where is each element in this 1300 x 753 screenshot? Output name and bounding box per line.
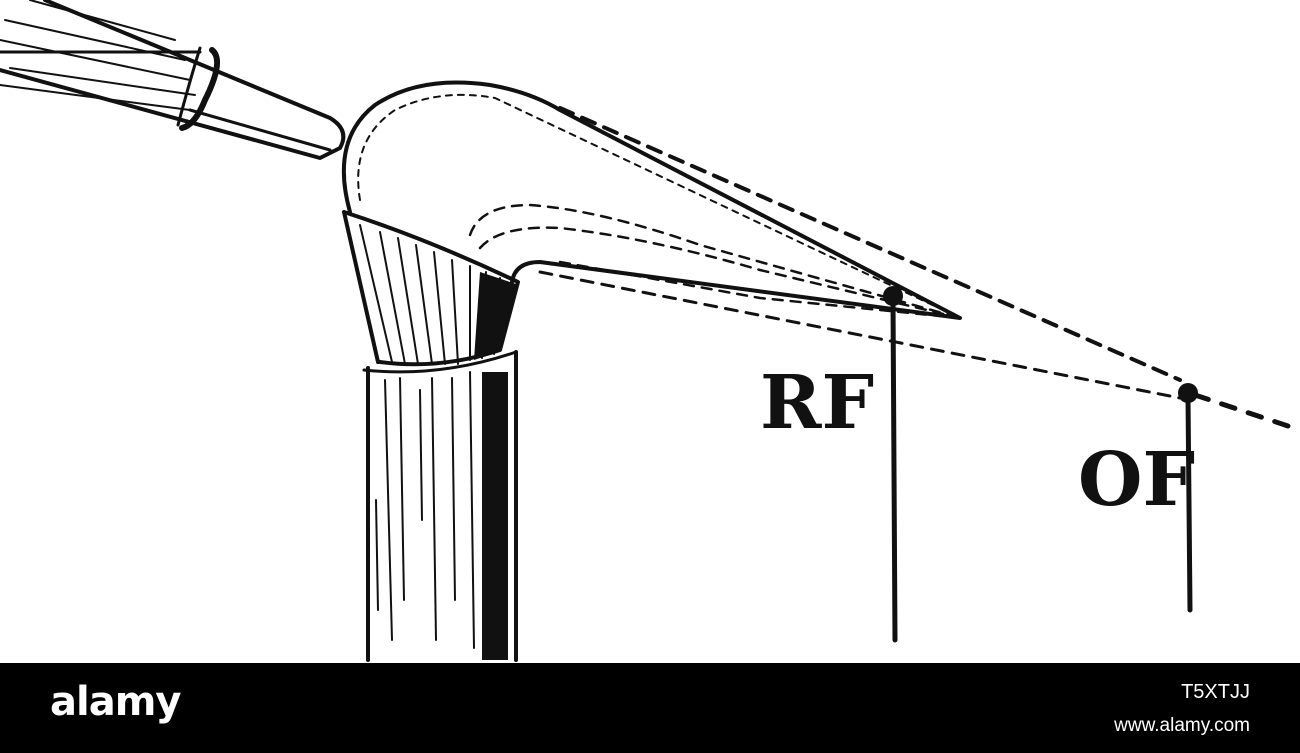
of-label: OF (1078, 437, 1195, 523)
wick-shadow (474, 272, 516, 360)
candle (362, 350, 518, 662)
image-id: T5XTJJ (1181, 681, 1250, 703)
engraving: RF OF (0, 0, 1300, 662)
of-marker (1178, 383, 1198, 613)
wick (342, 210, 520, 367)
candle-shadow (482, 372, 508, 660)
illustration: RF OF (0, 0, 1300, 663)
flame (341, 80, 962, 320)
rf-marker (883, 286, 903, 643)
extension-lines (538, 106, 1300, 433)
brand-logo: alamy (50, 679, 181, 725)
watermark-footer: alamy T5XTJJ www.alamy.com (0, 663, 1300, 753)
blowpipe (0, 0, 346, 160)
rf-label: RF (760, 360, 874, 446)
site-url: www.alamy.com (1114, 715, 1250, 736)
